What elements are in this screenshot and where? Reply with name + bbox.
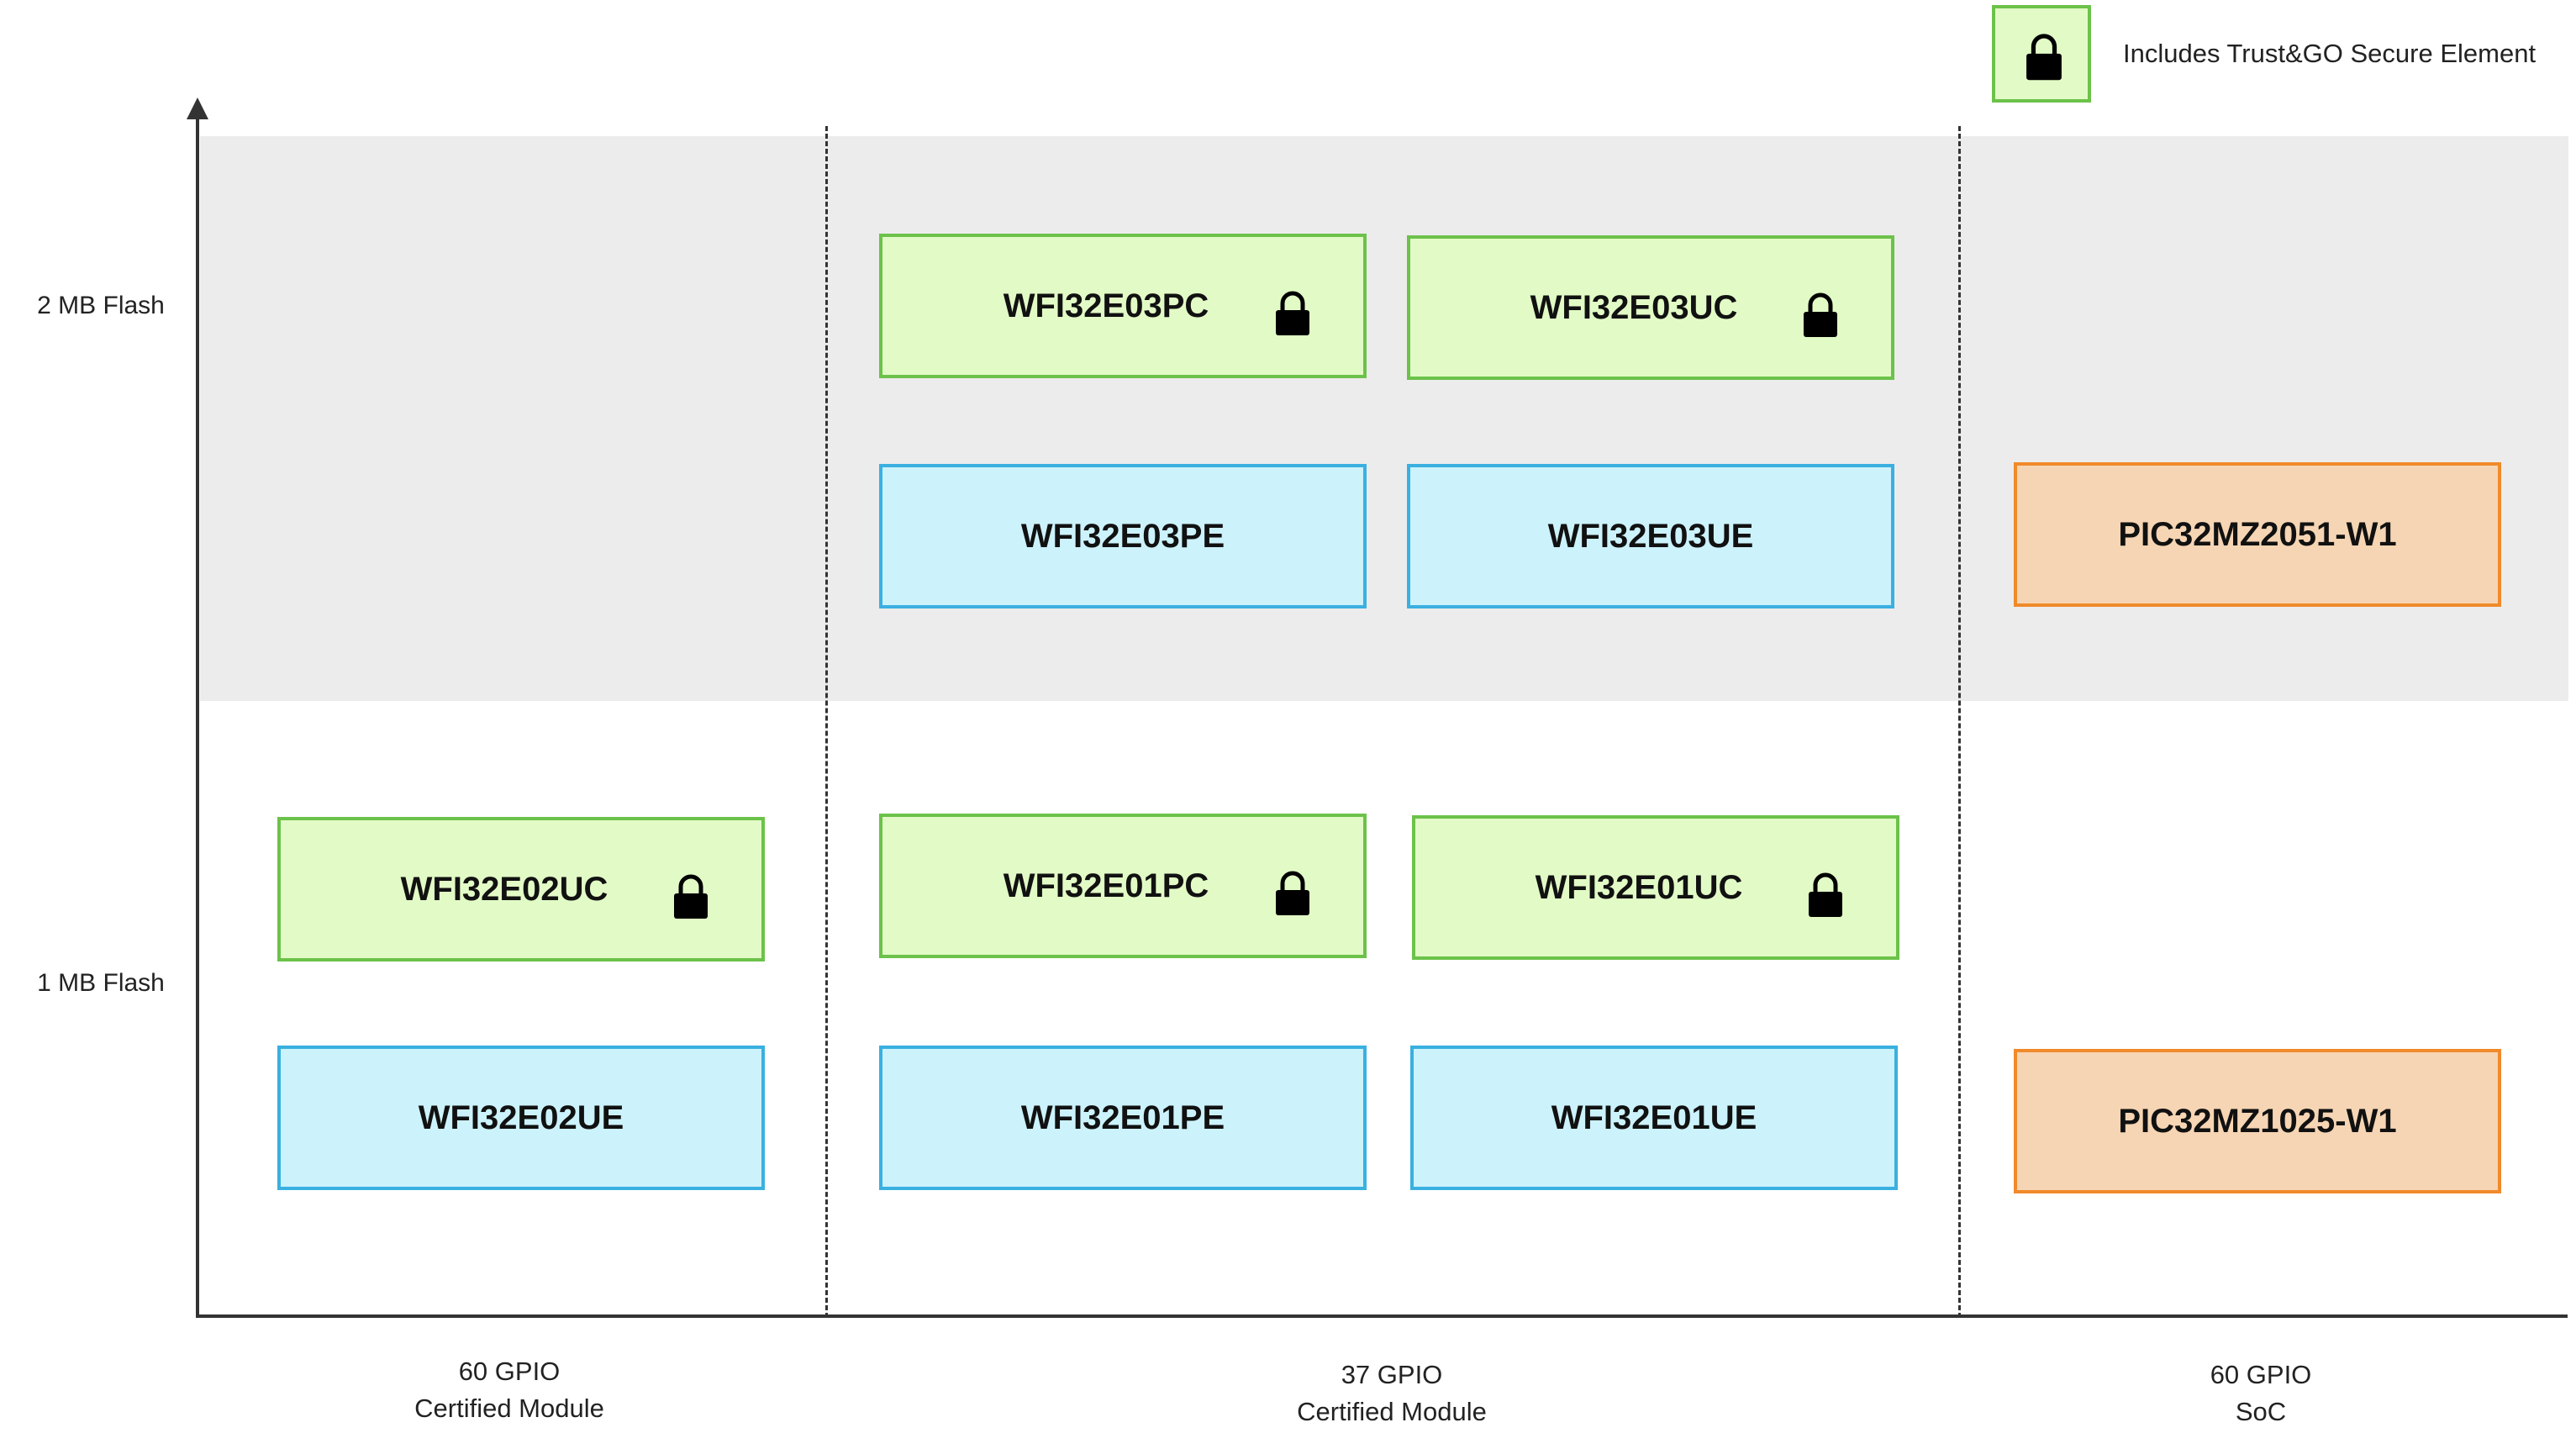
- product-box-wfi32e03pc: WFI32E03PC: [879, 234, 1367, 378]
- x-label-60-gpio-soc: 60 GPIO SoC: [2051, 1357, 2471, 1430]
- lock-icon: [2026, 34, 2062, 81]
- product-box-wfi32e01uc: WFI32E01UC: [1412, 815, 1899, 960]
- product-label: WFI32E03PC: [1003, 287, 1209, 324]
- product-box-wfi32e03uc: WFI32E03UC: [1407, 235, 1894, 380]
- legend-swatch: [1992, 5, 2091, 103]
- product-label: WFI32E01PE: [1020, 1098, 1225, 1136]
- y-axis-arrow: [187, 97, 208, 119]
- product-box-pic32mz1025-w1: PIC32MZ1025-W1: [2014, 1049, 2501, 1193]
- column-divider-1: [825, 126, 828, 1318]
- lock-icon: [674, 874, 708, 919]
- x-label-line2: SoC: [2235, 1397, 2287, 1426]
- product-label: WFI32E02UE: [418, 1098, 624, 1136]
- y-label-1mb-flash: 1 MB Flash: [37, 969, 165, 997]
- lock-icon: [1804, 292, 1837, 337]
- product-box-pic32mz2051-w1: PIC32MZ2051-W1: [2014, 462, 2501, 607]
- x-label-line1: 60 GPIO: [458, 1357, 561, 1386]
- x-label-line1: 60 GPIO: [2210, 1360, 2312, 1389]
- product-label: WFI32E03UE: [1547, 517, 1754, 555]
- product-box-wfi32e03ue: WFI32E03UE: [1407, 464, 1894, 608]
- y-label-2mb-flash: 2 MB Flash: [37, 292, 165, 319]
- product-label: WFI32E01PC: [1003, 867, 1209, 904]
- product-label: WFI32E02UC: [400, 870, 608, 908]
- x-label-60-gpio-certified-module: 60 GPIO Certified Module: [299, 1353, 719, 1427]
- x-label-line2: Certified Module: [1297, 1397, 1487, 1426]
- product-box-wfi32e01pe: WFI32E01PE: [879, 1046, 1367, 1190]
- column-divider-2: [1958, 126, 1961, 1318]
- legend-label: Includes Trust&GO Secure Element: [2123, 39, 2536, 68]
- product-label: WFI32E01UE: [1551, 1098, 1757, 1136]
- product-box-wfi32e02uc: WFI32E02UC: [277, 817, 765, 961]
- product-label: WFI32E03UC: [1530, 288, 1738, 326]
- product-label: WFI32E03PE: [1020, 517, 1225, 555]
- product-label: PIC32MZ2051-W1: [2118, 515, 2397, 553]
- x-axis: [196, 1314, 2568, 1318]
- lock-icon: [1276, 291, 1309, 335]
- product-box-wfi32e01ue: WFI32E01UE: [1410, 1046, 1898, 1190]
- product-box-wfi32e01pc: WFI32E01PC: [879, 814, 1367, 958]
- product-label: PIC32MZ1025-W1: [2118, 1102, 2397, 1140]
- lock-icon: [1276, 871, 1309, 915]
- y-axis: [196, 101, 199, 1318]
- lock-icon: [1809, 872, 1842, 917]
- x-label-line1: 37 GPIO: [1341, 1360, 1443, 1389]
- product-box-wfi32e02ue: WFI32E02UE: [277, 1046, 765, 1190]
- x-label-37-gpio-certified-module: 37 GPIO Certified Module: [1182, 1357, 1602, 1430]
- product-label: WFI32E01UC: [1535, 868, 1743, 906]
- product-box-wfi32e03pe: WFI32E03PE: [879, 464, 1367, 608]
- x-label-line2: Certified Module: [414, 1393, 604, 1423]
- 2mb-flash-band: [200, 136, 2568, 701]
